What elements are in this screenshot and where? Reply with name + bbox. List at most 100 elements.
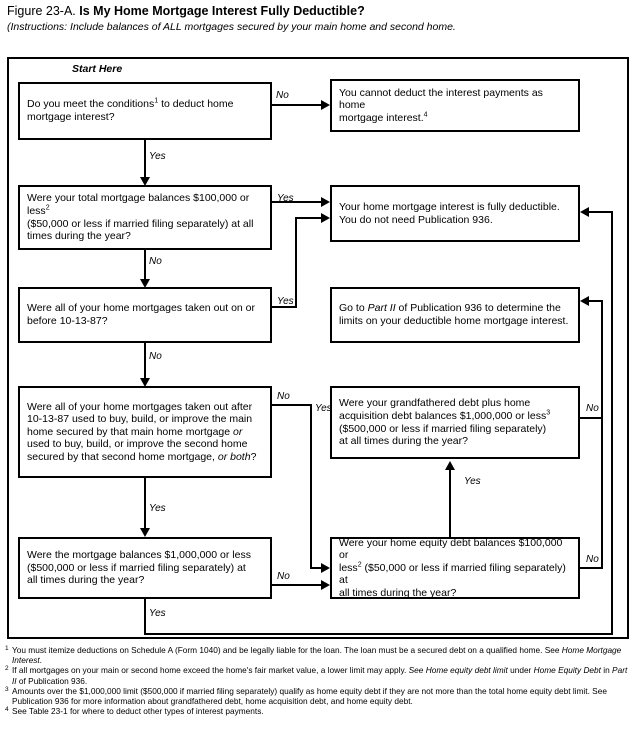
node-fully-deductible-text: Your home mortgage interest is fully ded… — [339, 200, 560, 226]
edge-q5-yes-v — [449, 470, 451, 537]
instructions-lead: (Instructions: — [7, 21, 68, 33]
node-q4-used-to-buy-build-improve[interactable]: Were all of your home mortgages taken ou… — [18, 386, 272, 478]
node-fully-deductible[interactable]: Your home mortgage interest is fully ded… — [330, 185, 580, 242]
footnote-ref-1: 1 — [154, 97, 159, 105]
edge-q2-no-line — [144, 250, 146, 280]
edge-q4-no-arrow — [321, 563, 330, 573]
edge-q2-yes-arrow — [321, 197, 330, 207]
edge-q7-no-h — [580, 567, 603, 569]
node-q2-text: Were your total mortgage balances $100,0… — [27, 192, 254, 243]
edge-q1-yes-line — [144, 140, 146, 178]
label-q4-no: No — [277, 391, 290, 402]
label-q7-no: No — [586, 554, 599, 565]
node-q4-text: Were all of your home mortgages taken ou… — [27, 400, 257, 463]
edge-q6-yes-arrow — [580, 207, 589, 217]
edge-q6-no-h — [272, 584, 321, 586]
label-q3-no: No — [149, 351, 162, 362]
footnote-1-marker: 1 — [5, 645, 9, 652]
footnote-2-mid2: under — [507, 665, 534, 676]
footnote-ref-2: 2 — [45, 204, 50, 212]
footnote-1-tail: . — [39, 655, 42, 666]
node-q7-text: Were your home equity debt balances $100… — [339, 536, 566, 599]
instructions-text: Include balances of ALL mortgages secure… — [70, 21, 456, 33]
label-q3-yes: Yes — [277, 296, 294, 307]
edge-q4-yes-line — [144, 478, 146, 530]
edge-q6-yes-v1 — [144, 599, 146, 635]
label-q4-yes: Yes — [149, 503, 166, 514]
node-q5-grandfathered-plus-acquisition[interactable]: Were your grandfathered debt plus home a… — [330, 386, 580, 459]
edge-q2-yes-line — [272, 201, 321, 203]
footnote-3-text: Amounts over the $1,000,000 limit ($500,… — [12, 685, 607, 707]
footnote-2-italic-3: Part II — [12, 665, 628, 686]
node-q3-taken-out-before[interactable]: Were all of your home mortgages taken ou… — [18, 287, 272, 343]
footnote-ref-4: 4 — [423, 111, 428, 119]
label-q5-yes: Yes — [464, 476, 481, 487]
edge-q3-yes-h1 — [272, 306, 297, 308]
start-here-label: Start Here — [72, 63, 123, 75]
node-q5-text: Were your grandfathered debt plus home a… — [339, 397, 551, 448]
node-q6-text: Were the mortgage balances $1,000,000 or… — [27, 549, 251, 587]
edge-q5-no-v — [601, 300, 603, 419]
node-q3-text: Were all of your home mortgages taken ou… — [27, 302, 256, 327]
figure-label: Figure 23-A. — [7, 4, 76, 18]
label-q2-yes: Yes — [277, 193, 294, 204]
node-cannot-deduct-text: You cannot deduct the interest payments … — [339, 86, 543, 124]
footnote-2-italic-2: Home Equity Debt — [533, 665, 601, 676]
footnote-1-text: You must itemize deductions on Schedule … — [12, 645, 562, 655]
node-go-to-part-2[interactable]: Go to Part II of Publication 936 to dete… — [330, 287, 580, 343]
node-q6-mortgage-balances-1m[interactable]: Were the mortgage balances $1,000,000 or… — [18, 537, 272, 599]
node-go-to-part-2-text: Go to Part II of Publication 936 to dete… — [339, 302, 569, 327]
footnote-1-italic: Home Mortgage Interest — [12, 645, 622, 666]
figure-title: Is My Home Mortgage Interest Fully Deduc… — [79, 4, 365, 18]
footnote-ref-2b: 2 — [357, 561, 362, 569]
edge-q5-no-arrow — [580, 296, 589, 306]
edge-q3-yes-v — [295, 218, 297, 308]
footnote-2-mid3: in — [600, 665, 613, 676]
edge-q5-no-h1 — [580, 417, 603, 419]
label-q1-yes: Yes — [149, 151, 166, 162]
label-q5-no: No — [586, 403, 599, 414]
edge-q5-yes-arrow — [445, 461, 455, 470]
label-q4-no-yes-branch: Yes — [315, 403, 332, 414]
edge-q4-no-v — [310, 404, 312, 569]
node-cannot-deduct[interactable]: You cannot deduct the interest payments … — [330, 79, 580, 132]
edge-q3-yes-arrow — [321, 213, 330, 223]
edge-q6-yes-h2 — [589, 211, 613, 213]
label-q1-no: No — [276, 90, 289, 101]
node-q1-meet-conditions[interactable]: Do you meet the conditions1 to deduct ho… — [18, 82, 272, 140]
node-q7-home-equity-balances[interactable]: Were your home equity debt balances $100… — [330, 537, 580, 599]
node-q2-total-balances[interactable]: Were your total mortgage balances $100,0… — [18, 185, 272, 250]
edge-q3-yes-h2 — [295, 217, 321, 219]
footnote-2-marker: 2 — [5, 665, 9, 673]
instructions-line: (Instructions: Include balances of ALL m… — [7, 21, 627, 34]
footnote-2-tail: of Publication 936. — [16, 675, 88, 686]
node-q1-text: Do you meet the conditions1 to deduct ho… — [27, 97, 234, 123]
edge-q5-no-h2 — [589, 300, 603, 302]
label-q6-yes: Yes — [149, 608, 166, 619]
edge-q6-no-arrow — [321, 580, 330, 590]
edge-q1-yes-arrow — [140, 177, 150, 186]
footnote-ref-3: 3 — [546, 409, 551, 417]
edge-q1-no-line — [272, 104, 321, 106]
footnote-4-text: See Table 23-1 for where to deduct other… — [12, 706, 264, 717]
label-q2-no: No — [149, 256, 162, 267]
footnote-4-marker: 4 — [5, 706, 9, 714]
edge-q6-yes-v2 — [611, 212, 613, 635]
edge-q2-no-arrow — [140, 279, 150, 288]
edge-q7-no-v — [601, 417, 603, 569]
edge-q3-no-line — [144, 343, 146, 379]
footnote-3-marker: 3 — [5, 685, 9, 693]
footnote-2-text: If all mortgages on your main or second … — [12, 665, 409, 676]
edge-q3-no-arrow — [140, 378, 150, 387]
footnote-2-italic-1: See Home equity debt limit — [408, 665, 508, 676]
edge-q6-yes-h1 — [144, 633, 613, 635]
label-q6-no: No — [277, 571, 290, 582]
edge-q4-yes-arrow — [140, 528, 150, 537]
edge-q4-no-h2 — [310, 567, 321, 569]
